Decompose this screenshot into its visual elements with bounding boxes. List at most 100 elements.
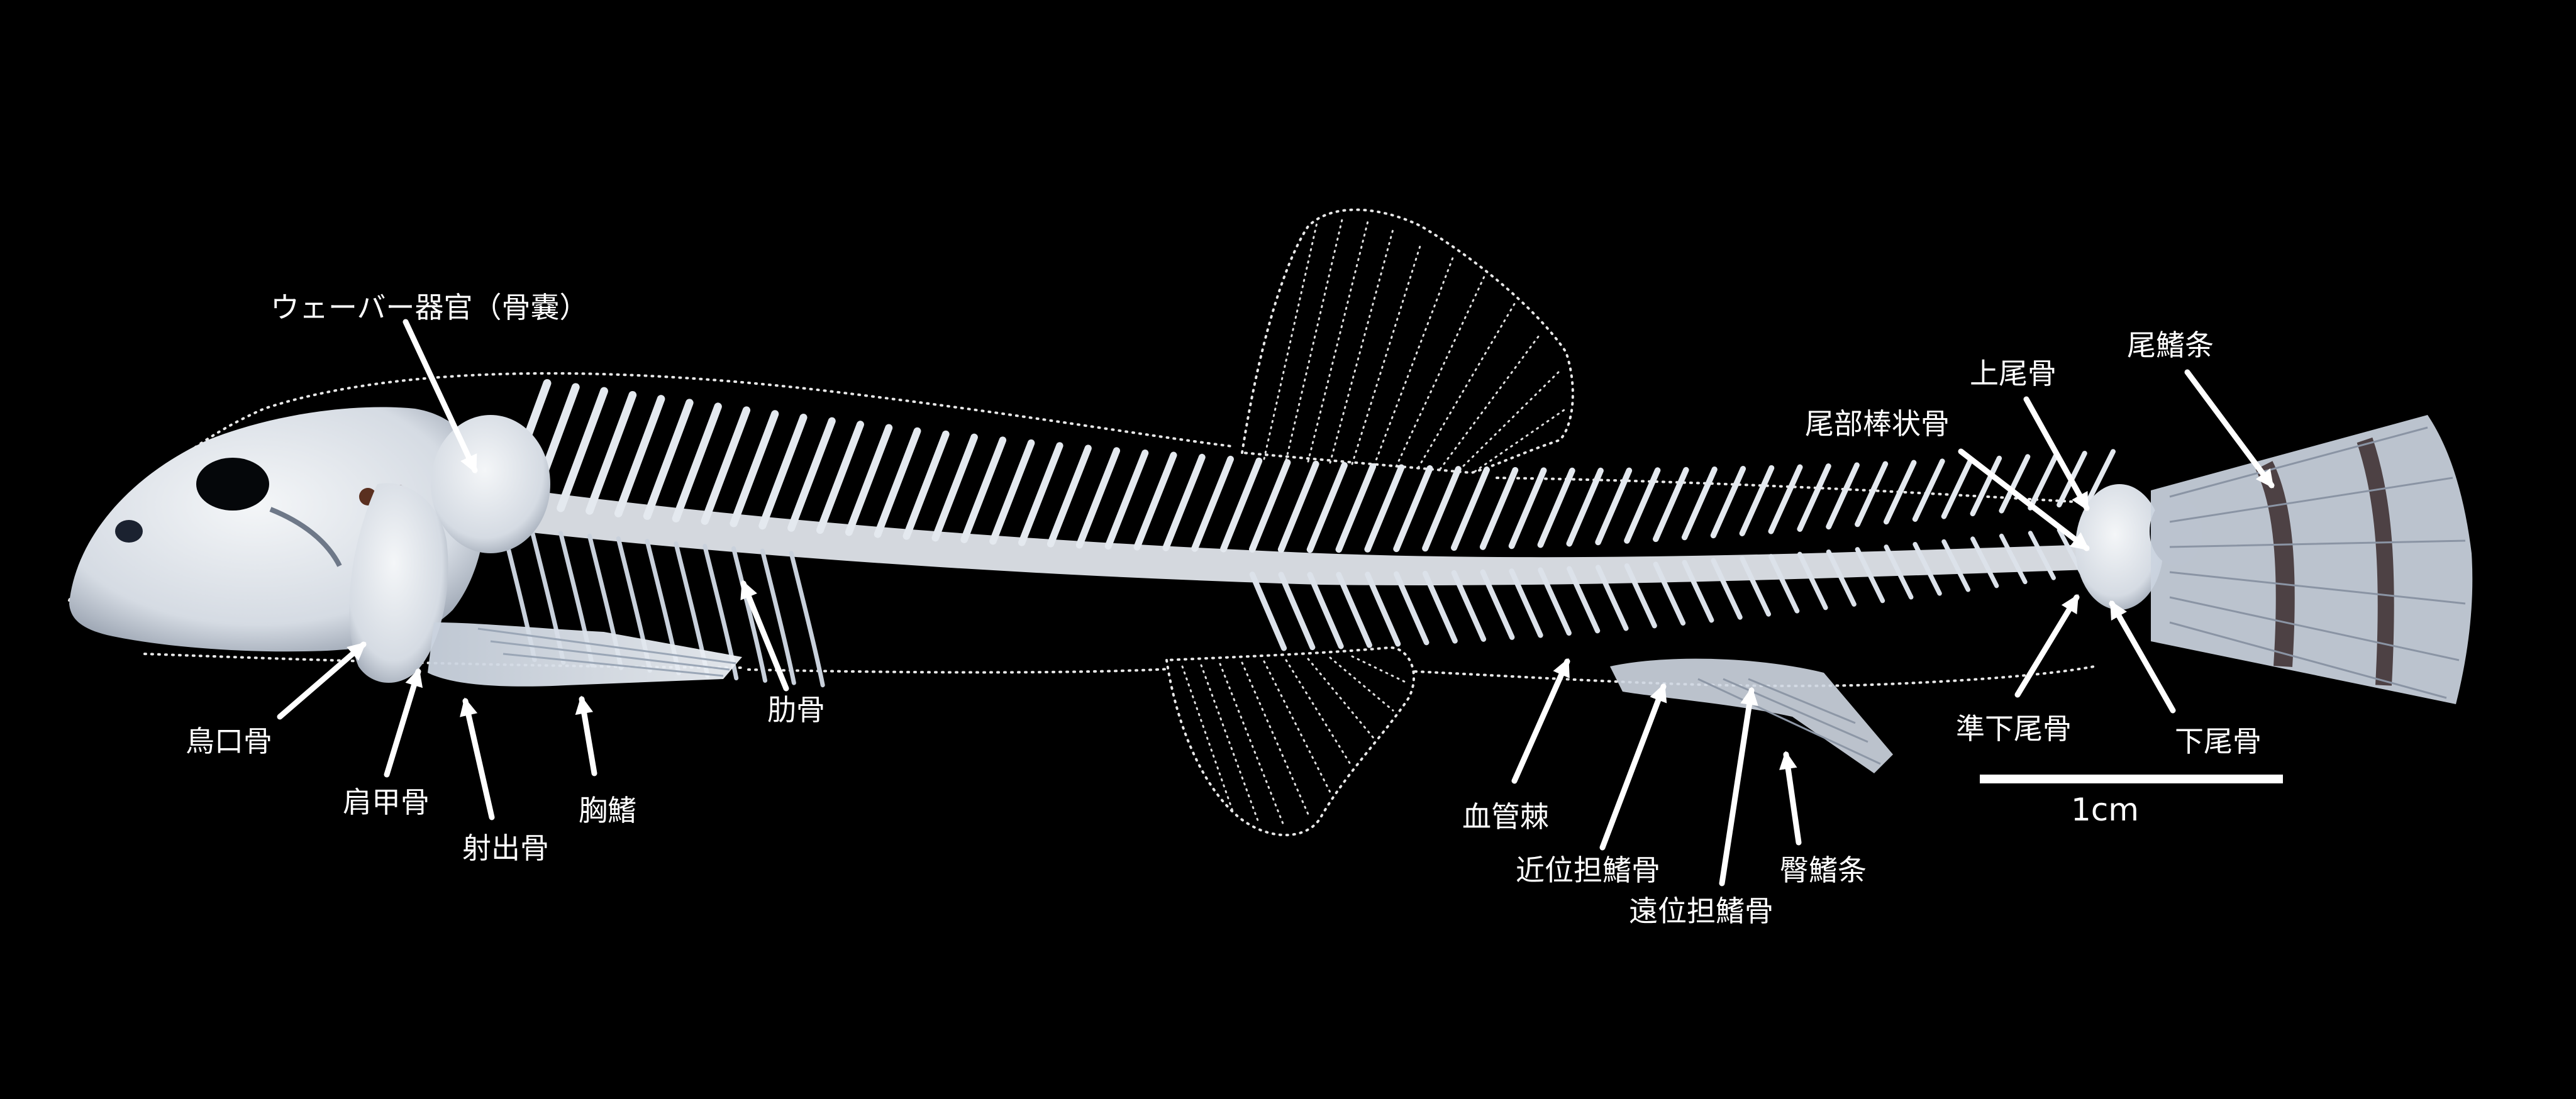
neural-spine <box>960 436 1007 543</box>
haemal-spine <box>1653 561 1686 626</box>
arrow-haemal-spine <box>1511 658 1570 784</box>
label-parhypural: 準下尾骨 <box>1956 712 2072 746</box>
label-coracoid: 鳥口骨 <box>186 724 272 758</box>
neural-spine <box>701 406 751 525</box>
neural-spine <box>1855 461 1889 527</box>
neural-spine <box>816 421 864 534</box>
haemal-spine <box>1913 541 1942 596</box>
neural-spine <box>931 433 978 542</box>
haemal-spine <box>1855 547 1885 604</box>
neural-spine <box>1826 462 1860 530</box>
haemal-spine <box>1768 554 1800 614</box>
arrow-parhypural <box>2014 594 2080 698</box>
label-weber: ウェーバー器官（骨嚢） <box>270 290 589 324</box>
neural-spine <box>1941 457 1974 519</box>
arrow-distal-pterygiophore <box>1719 687 1758 886</box>
neural-spine <box>1479 467 1519 550</box>
neural-spine <box>1912 458 1945 522</box>
vertebral-column <box>440 478 2107 585</box>
orbit <box>196 458 269 511</box>
rib <box>789 551 825 688</box>
neural-spine <box>1451 467 1490 551</box>
neural-spine <box>1537 467 1575 548</box>
annotation-arrows <box>277 319 2275 886</box>
haemal-spine <box>1711 558 1743 620</box>
neural-spine <box>1220 457 1263 553</box>
label-rib: 肋骨 <box>767 693 825 727</box>
neural-spine <box>1075 447 1121 549</box>
neural-spine <box>1277 460 1319 553</box>
label-hypural: 下尾骨 <box>2175 724 2262 758</box>
label-distal-pterygiophore: 遠位担鰭骨 <box>1629 894 1774 928</box>
pelvic-fin-outline <box>1165 646 1416 837</box>
neural-spine <box>1191 455 1234 552</box>
neural-spine <box>1797 463 1831 532</box>
neural-spine <box>2085 449 2116 505</box>
neural-spine <box>1162 453 1206 551</box>
neural-spine <box>1104 450 1149 550</box>
scale-bar: 1cm <box>1980 775 2283 828</box>
dorsal-fin-outline <box>1240 208 1574 475</box>
neural-and-haemal-spines <box>499 379 2116 688</box>
neural-spine <box>1624 467 1661 544</box>
arrow-epural <box>2023 396 2090 512</box>
rib <box>731 546 768 683</box>
neural-spine <box>1393 465 1433 553</box>
arrow-scapula <box>384 668 423 778</box>
arrow-pectoral-fin <box>575 695 597 776</box>
haemal-spine <box>1970 536 1999 588</box>
haemal-spine <box>1567 566 1601 634</box>
haemal-spine <box>1422 570 1458 644</box>
neural-spine <box>845 424 893 536</box>
label-scapula: 肩甲骨 <box>343 785 430 819</box>
haemal-spine <box>1826 549 1857 607</box>
haemal-spine <box>1797 551 1828 610</box>
annotation-labels: ウェーバー器官（骨嚢） 肋骨 鳥口骨 肩甲骨 射出骨 胸鰭 血管棘 近位担鰭骨 … <box>186 290 2262 928</box>
haemal-spine <box>1278 572 1316 651</box>
neural-spine <box>874 427 921 538</box>
haemal-spine <box>1999 533 2028 585</box>
neural-spine <box>1768 464 1803 534</box>
label-epural: 上尾骨 <box>1970 356 2057 390</box>
neural-spine <box>1508 467 1547 550</box>
neural-spine <box>1653 467 1689 543</box>
haemal-spine <box>1307 572 1344 649</box>
arrow-caudal-fin-ray <box>2184 369 2275 489</box>
scale-bar-label: 1cm <box>2071 792 2139 828</box>
arrow-weber <box>402 319 478 474</box>
label-anal-fin-ray: 臀鰭条 <box>1780 853 1867 887</box>
label-radial: 射出骨 <box>462 831 549 865</box>
haemal-spine <box>1336 572 1372 648</box>
weberian-apparatus <box>431 415 550 553</box>
haemal-spine <box>1451 570 1487 642</box>
haemal-spine <box>1480 569 1515 640</box>
arrow-rib <box>740 580 789 692</box>
neural-spine <box>1422 466 1462 552</box>
haemal-spine <box>1884 544 1914 600</box>
neural-spine <box>787 417 836 532</box>
neural-spine <box>1999 454 2031 514</box>
label-pectoral-fin: 胸鰭 <box>579 793 636 827</box>
neural-spine <box>1364 464 1405 553</box>
neural-spine <box>989 439 1035 545</box>
arrow-anal-fin-ray <box>1779 751 1802 846</box>
neural-spine <box>1133 451 1177 551</box>
neural-spine <box>672 402 722 522</box>
neural-spine <box>758 414 808 530</box>
haemal-spine <box>1595 565 1629 631</box>
neural-spine <box>1739 465 1775 536</box>
rib <box>760 548 796 685</box>
haemal-spine <box>1941 539 1971 592</box>
neural-spine <box>1046 445 1092 548</box>
neural-spine <box>614 395 665 517</box>
arrow-urostyle <box>1958 448 2090 551</box>
neural-spine <box>730 410 779 527</box>
neural-spine <box>902 430 950 540</box>
arrow-coracoid <box>277 641 367 720</box>
haemal-spine <box>1249 572 1287 651</box>
neural-spine <box>643 399 694 520</box>
haemal-spine <box>1624 563 1657 629</box>
neural-spine <box>1335 463 1377 553</box>
arrow-radial <box>460 697 495 820</box>
